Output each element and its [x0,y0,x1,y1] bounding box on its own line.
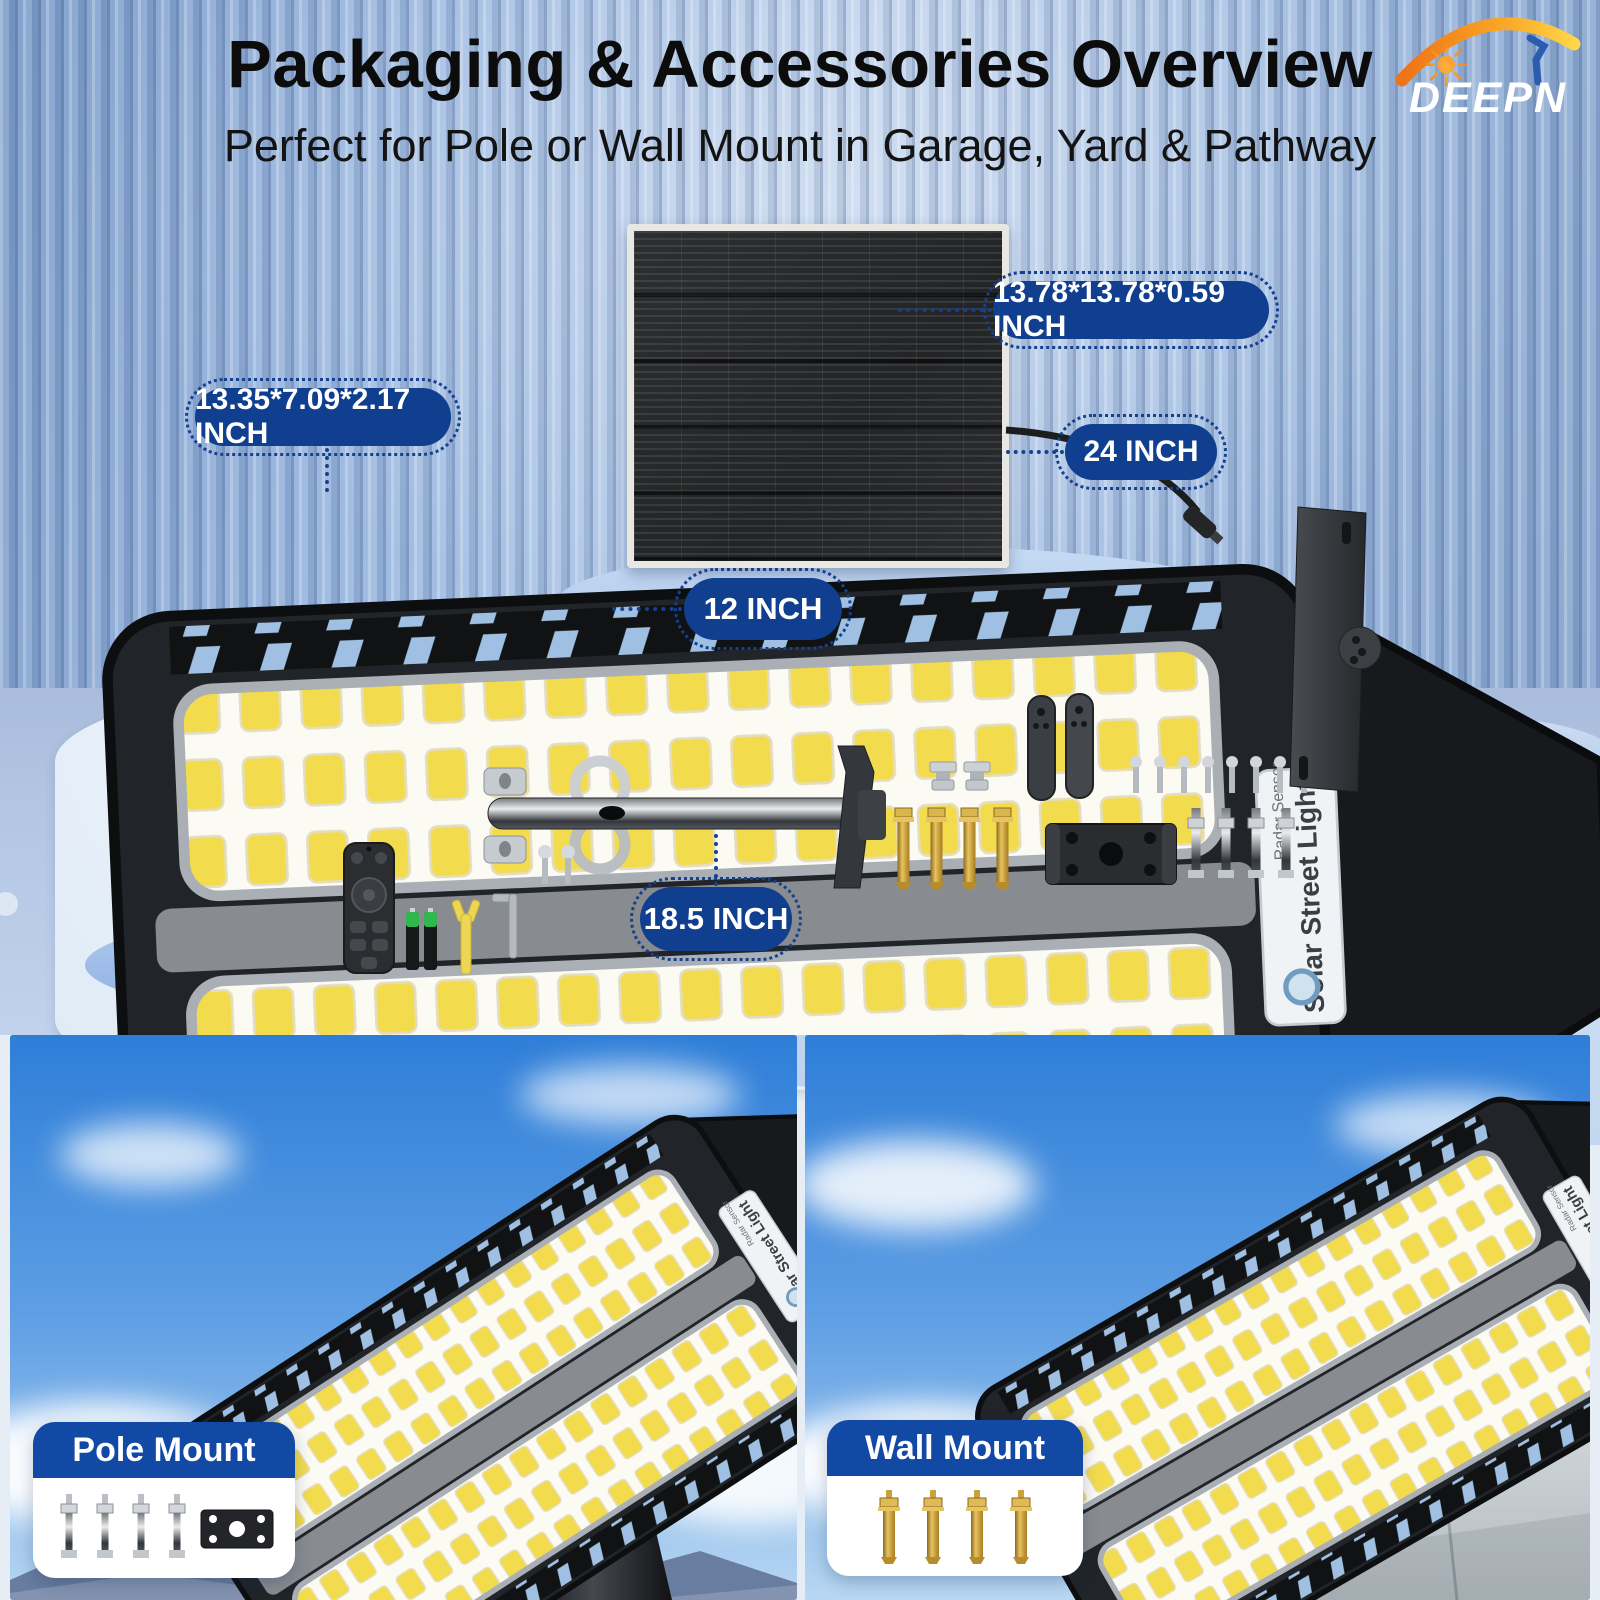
wall-mount-card-title: Wall Mount [827,1420,1083,1476]
brand-logo: ☀ DEEPN [1395,17,1581,122]
long-bolts [1187,808,1295,878]
callout-pole-length: 18.5 INCH [630,877,802,961]
leader-line [898,308,992,312]
hex-key [491,893,518,959]
bolt-nut-pair [929,761,957,791]
wall-mount-card: Wall Mount [827,1420,1083,1576]
callout-light-cable-length: 12 INCH [674,568,852,650]
brand-name: DEEPN [1409,74,1567,122]
wrench [451,899,481,975]
streetlamp-icon [1526,34,1549,86]
u-bracket [1027,695,1056,801]
leader-line [325,448,329,492]
aaa-battery [424,908,437,970]
leader-line [612,607,682,611]
bolt-icon [60,1494,186,1558]
wall-mount-hardware-icons [878,1490,1032,1564]
gold-anchor-icon [878,1490,1032,1564]
remote-control [343,842,395,974]
pole-mount-card-title: Pole Mount [33,1422,295,1478]
scene-items [0,426,1600,1035]
callout-light-dimensions: 13.35*7.09*2.17 INCH [185,378,461,456]
aaa-battery [406,908,419,970]
mounting-pole [483,745,886,889]
callout-panel-cable-length: 24 INCH [1055,414,1227,490]
bracket-plate-icon [200,1509,274,1549]
decor-ball [0,892,18,916]
pole-mount-card: Pole Mount [33,1422,295,1578]
gold-expansion-anchors [893,807,1013,890]
sun-icon: ☀ [1420,34,1472,99]
page-title: Packaging & Accessories Overview [227,27,1373,102]
callout-panel-dimensions: 13.78*13.78*0.59 INCH [983,271,1279,349]
wall-bracket-plate [1289,506,1382,793]
u-bracket [1065,693,1094,799]
bolt-nut-pair [963,761,991,791]
page-subtitle: Perfect for Pole or Wall Mount in Garage… [223,120,1377,171]
logo-swoosh [1395,17,1581,87]
cable-connector [1183,506,1224,545]
pole-mount-plate [1045,823,1177,885]
pole-mount-hardware-icons [60,1494,274,1558]
solar-panel [627,224,1009,568]
leader-line [1006,450,1064,454]
wall-mount-photo [805,1035,1590,1600]
leader-line [714,834,718,886]
